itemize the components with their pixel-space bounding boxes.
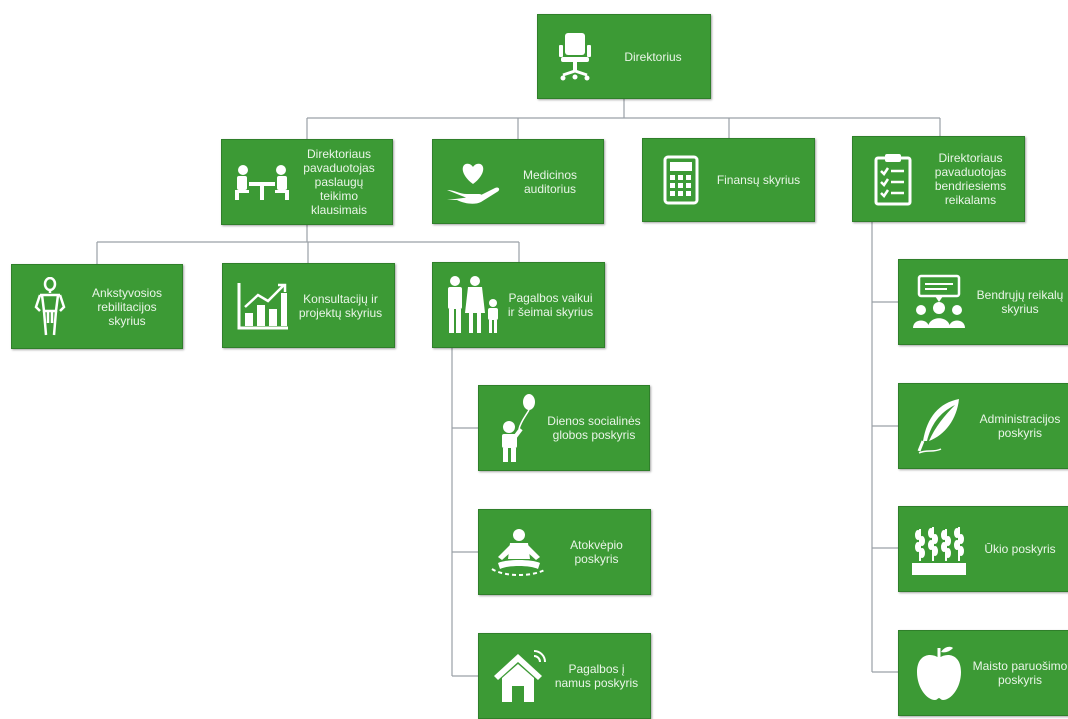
node-deputy-general[interactable]: Direktoriaus pavaduotojas bendriesiems r… (852, 136, 1025, 222)
node-label: Finansų skyrius (716, 173, 801, 187)
node-general-affairs[interactable]: Bendrųjų reikalų skyrius (898, 259, 1068, 345)
quill-icon (907, 397, 971, 455)
node-label: Bendrųjų reikalų skyrius (976, 288, 1064, 316)
heart-in-hand-icon (441, 158, 505, 206)
node-label: Direktoriaus pavaduotojas paslaugų teiki… (303, 147, 375, 217)
node-director[interactable]: Direktorius (537, 14, 711, 99)
node-label: Pagalbos į namus poskyris (554, 662, 639, 690)
group-discussion-icon (907, 274, 971, 330)
mannequin-icon (20, 276, 80, 337)
node-label: Dienos socialinės globos poskyris (547, 414, 641, 442)
node-finance[interactable]: Finansų skyrius (642, 138, 815, 222)
bar-chart-icon (231, 281, 295, 331)
node-day-care[interactable]: Dienos socialinės globos poskyris (478, 385, 650, 471)
node-administration[interactable]: Administracijos poskyris (898, 383, 1068, 469)
apple-icon (907, 644, 971, 702)
node-label: Ankstyvosios rebilitacijos skyrius (91, 285, 163, 328)
node-label: Atokvėpio poskyris (570, 538, 623, 566)
node-label: Maisto paruošimo poskyris (972, 659, 1068, 687)
node-label: Direktoriaus pavaduotojas bendriesiems r… (934, 151, 1007, 207)
node-early-rehab[interactable]: Ankstyvosios rebilitacijos skyrius (11, 264, 183, 349)
house-icon (487, 648, 551, 704)
node-label: Administracijos poskyris (979, 412, 1061, 440)
node-consulting[interactable]: Konsultacijų ir projektų skyrius (222, 263, 395, 348)
node-label: Direktorius (624, 49, 682, 64)
checklist-icon (861, 152, 925, 206)
meeting-icon (230, 162, 294, 202)
wheat-field-icon (907, 521, 971, 577)
calculator-icon (651, 155, 711, 205)
node-label: Medicinos auditorius (522, 167, 578, 196)
child-with-balloon-icon (487, 393, 547, 463)
node-label: Ūkio poskyris (984, 542, 1056, 556)
node-respite[interactable]: Atokvėpio poskyris (478, 509, 651, 595)
meditation-icon (487, 527, 551, 577)
node-catering[interactable]: Maisto paruošimo poskyris (898, 630, 1068, 716)
node-family-support[interactable]: Pagalbos vaikui ir šeimai skyrius (432, 262, 605, 348)
node-medical-auditor[interactable]: Medicinos auditorius (432, 139, 604, 224)
node-home-help[interactable]: Pagalbos į namus poskyris (478, 633, 651, 719)
family-icon (441, 275, 505, 335)
node-maintenance[interactable]: Ūkio poskyris (898, 506, 1068, 592)
office-chair-icon (546, 31, 604, 83)
node-label: Konsultacijų ir projektų skyrius (298, 291, 383, 320)
node-deputy-services[interactable]: Direktoriaus pavaduotojas paslaugų teiki… (221, 139, 393, 225)
node-label: Pagalbos vaikui ir šeimai skyrius (507, 291, 594, 319)
